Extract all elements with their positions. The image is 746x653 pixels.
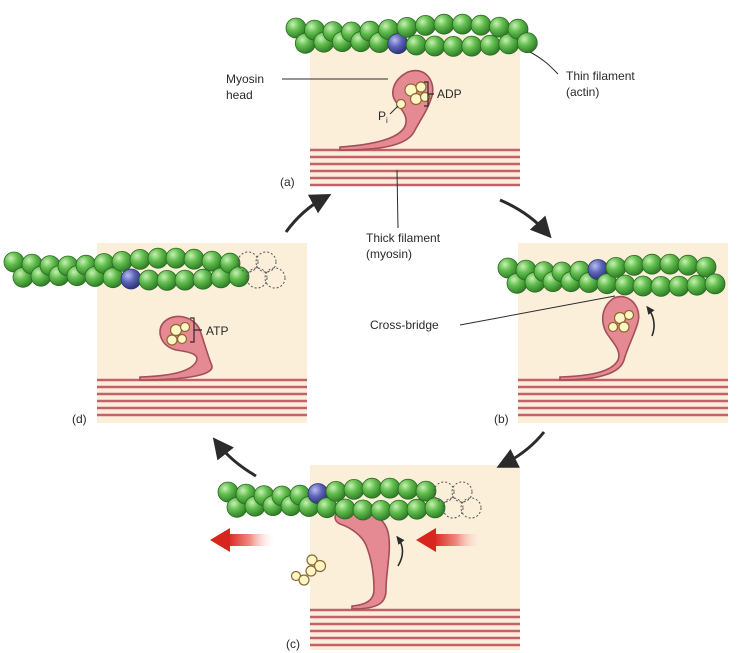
panel-b-actin-monomer: [669, 276, 689, 296]
thick-filament-label-line1: Thick filament: [366, 231, 441, 245]
panel-d-actin-monomer: [148, 248, 168, 268]
panel-d-actin-monomer: [175, 270, 195, 290]
panel-a-actin-monomer: [406, 35, 426, 55]
myosin-head-label-line1: Myosin: [226, 72, 264, 86]
panel-b-actin-monomer: [615, 275, 635, 295]
panel-c-actin-monomer: [326, 481, 346, 501]
panel-c-actin-monomer: [425, 498, 445, 518]
panel-c-filament-slide-arrow-left: [210, 528, 276, 552]
panel-b-actin-monomer: [651, 276, 671, 296]
panel-c-label: (c): [286, 637, 300, 651]
panel-b-actin-monomer: [624, 255, 644, 275]
panel-d-actin-monomer: [166, 248, 186, 268]
panel-d-actin-monomer: [193, 269, 213, 289]
panel-b-label: (b): [494, 412, 509, 426]
panel-c-actin-monomer: [371, 500, 391, 520]
panel-a-actin-monomer: [462, 36, 482, 56]
panel-b-actin-monomer: [606, 257, 626, 277]
cycle-arrow-b-to-c: [504, 432, 544, 464]
thick-filament-label-line2: (myosin): [366, 247, 412, 261]
myosin-head-label-line2: head: [226, 88, 253, 102]
panel-b-actin-monomer: [687, 275, 707, 295]
panel-d-actin-monomer: [112, 251, 132, 271]
atp-label: ATP: [206, 324, 228, 338]
thin-filament-label-line2: (actin): [566, 85, 599, 99]
panel-a-label: (a): [280, 175, 295, 189]
panel-a-actin-monomer: [434, 14, 454, 34]
panel-a-actin-monomer: [480, 35, 500, 55]
panel-a-actin-monomer: [425, 36, 445, 56]
panel-d-actin-monomer: [139, 270, 159, 290]
panel-c-actin-monomer: [335, 499, 355, 519]
adp-label: ADP: [437, 87, 462, 101]
cycle-arrow-d-to-a: [286, 198, 324, 232]
cycle-arrow-a-to-b: [500, 200, 546, 232]
panel-c-actin-monomer: [380, 478, 400, 498]
panel-b-actin-monomer: [705, 274, 725, 294]
panel-c-actin-monomer: [362, 478, 382, 498]
panel-a-actin-monomer: [397, 17, 417, 37]
cross-bridge-label: Cross-bridge: [370, 318, 439, 332]
panel-b-actin-monomer: [633, 276, 653, 296]
panel-c-actin-monomer: [353, 500, 373, 520]
panel-c-actin-monomer: [407, 499, 427, 519]
panel-c-actin-monomer: [389, 500, 409, 520]
panel-c-actin-monomer: [344, 479, 364, 499]
panel-b-actin-monomer: [660, 254, 680, 274]
panel-a-actin-monomer: [443, 36, 463, 56]
panel-b-actin-monomer: [678, 255, 698, 275]
panel-d-actin-monomer: [130, 249, 150, 269]
panel-c-actin-monomer: [398, 479, 418, 499]
panel-d-actin-monomer: [157, 270, 177, 290]
panel-a-actin-monomer: [471, 15, 491, 35]
panel-a-actin-monomer: [453, 14, 473, 34]
panel-a-actin-monomer: [517, 33, 537, 53]
panel-d-actin-monomer: [229, 267, 249, 287]
thin-filament-label-line1: Thin filament: [566, 69, 635, 83]
panel-d-actin-monomer: [184, 249, 204, 269]
panel-d-label: (d): [72, 412, 87, 426]
panel-a-actin-monomer: [416, 15, 436, 35]
panel-d-myosin-binding-site: [121, 269, 141, 289]
cycle-arrow-c-to-d: [218, 444, 256, 476]
thin-filament-leader: [530, 52, 558, 74]
panel-b-actin-monomer: [642, 254, 662, 274]
